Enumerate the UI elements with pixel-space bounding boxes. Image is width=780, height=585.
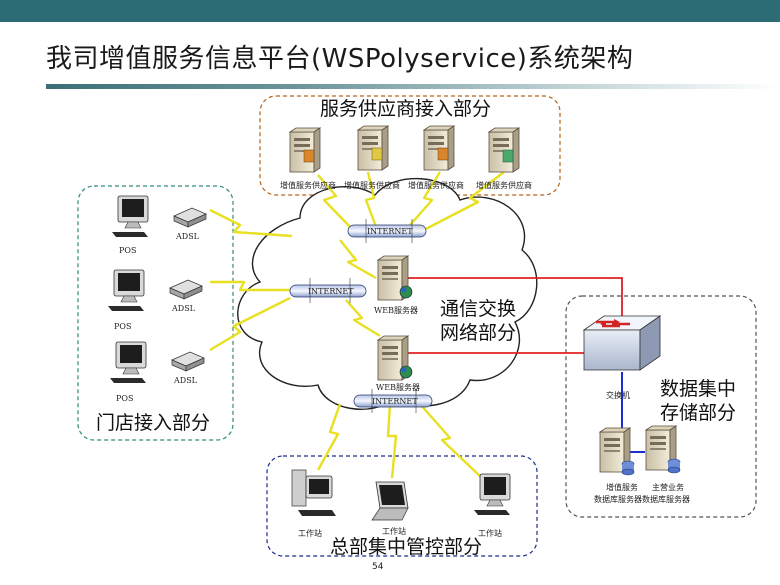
vas-db-server — [599, 427, 635, 476]
data-zone-border — [565, 295, 757, 518]
slide-title: 我司增值服务信息平台(WSPolyservice)系统架构 — [46, 44, 634, 74]
adsl-modem-2 — [169, 279, 203, 300]
store-zone-title: 门店接入部分 — [96, 412, 211, 434]
web-server-label: WEB服务器 — [374, 306, 418, 315]
pos-terminal-1 — [111, 195, 149, 238]
workstation-2 — [371, 481, 409, 521]
db-server-label-line2: 数据库服务器 — [594, 495, 642, 504]
db-server-label-line2: 数据库服务器 — [642, 495, 690, 504]
provider-server-label: 增值服务供应商 — [280, 181, 336, 190]
workstation-label: 工作站 — [382, 527, 406, 536]
network-switch — [582, 315, 662, 371]
web-server-label: WEB服务器 — [376, 383, 420, 392]
internet-label: INTERNET — [367, 227, 413, 236]
provider-server-3 — [423, 125, 455, 171]
red-links — [398, 277, 623, 354]
provider-server-4 — [488, 127, 520, 173]
adsl-label: ADSL — [172, 304, 195, 313]
data-zone-title-line2: 存储部分 — [660, 402, 737, 424]
lightning-links — [209, 171, 505, 479]
network-zone-title-line1: 通信交换 — [440, 298, 517, 320]
web-server-bottom — [377, 335, 413, 381]
store-zone-border — [77, 185, 234, 441]
data-zone-title-line1: 数据集中 — [660, 378, 737, 400]
adsl-modem-3 — [171, 351, 205, 372]
internet-pipe-middle — [289, 278, 367, 303]
switch-label: 交换机 — [606, 391, 630, 400]
workstation-label: 工作站 — [298, 529, 322, 538]
pos-label: POS — [119, 246, 137, 255]
db-server-label-line1: 主营业务 — [652, 483, 684, 492]
provider-server-1 — [289, 127, 321, 173]
provider-server-label: 增值服务供应商 — [408, 181, 464, 190]
adsl-modem-1 — [173, 207, 207, 228]
pos-terminal-2 — [107, 269, 145, 312]
web-server-top — [377, 255, 413, 301]
workstation-3 — [473, 473, 511, 516]
provider-server-label: 增值服务供应商 — [476, 181, 532, 190]
provider-zone-title: 服务供应商接入部分 — [320, 98, 492, 120]
workstation-label: 工作站 — [478, 529, 502, 538]
adsl-label: ADSL — [176, 232, 199, 241]
pos-terminal-3 — [109, 341, 147, 384]
db-server-label-line1: 增值服务 — [606, 483, 638, 492]
provider-server-label: 增值服务供应商 — [344, 181, 400, 190]
title-underline — [46, 84, 780, 89]
hq-zone-border — [266, 455, 538, 557]
pos-label: POS — [114, 322, 132, 331]
internet-label: INTERNET — [308, 287, 354, 296]
internet-pipe-top — [347, 219, 427, 243]
pos-label: POS — [116, 394, 134, 403]
main-db-server — [645, 425, 681, 474]
top-bar — [0, 0, 780, 22]
workstation-1 — [291, 469, 336, 516]
provider-server-2 — [357, 125, 389, 171]
adsl-label: ADSL — [174, 376, 197, 385]
internet-label: INTERNET — [372, 397, 418, 406]
page-number: 54 — [372, 562, 384, 572]
internet-pipe-bottom — [353, 389, 433, 413]
network-zone-title-line2: 网络部分 — [440, 322, 517, 344]
hq-zone-title: 总部集中管控部分 — [330, 536, 483, 558]
